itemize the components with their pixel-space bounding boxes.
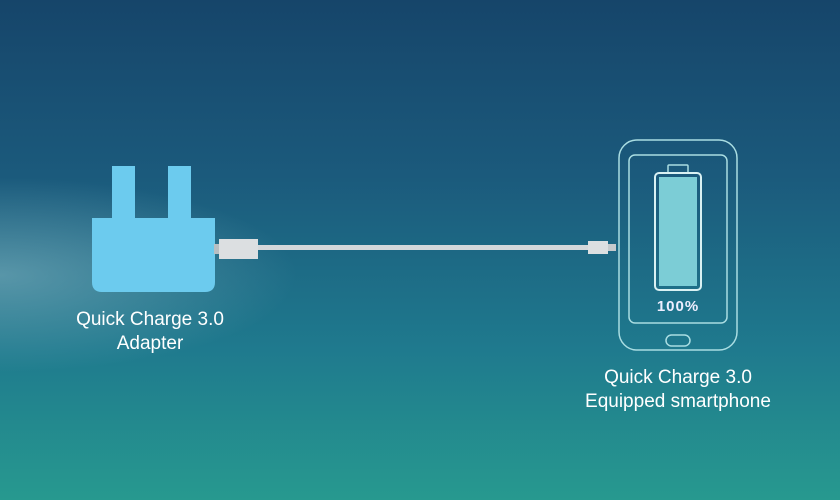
battery-percent: 100%	[656, 298, 700, 315]
adapter-label: Quick Charge 3.0 Adapter	[40, 308, 260, 356]
adapter-label-line1: Quick Charge 3.0	[76, 309, 224, 330]
battery-icon	[654, 164, 702, 291]
smartphone-icon	[618, 139, 738, 351]
battery-fill	[659, 177, 697, 286]
adapter-icon	[92, 166, 215, 292]
phone-label-line1: Quick Charge 3.0	[604, 367, 752, 388]
cable	[214, 239, 616, 259]
adapter-label-line2: Adapter	[116, 333, 184, 354]
phone-label: Quick Charge 3.0 Equipped smartphone	[560, 366, 796, 414]
phone-label-line2: Equipped smartphone	[585, 391, 771, 412]
